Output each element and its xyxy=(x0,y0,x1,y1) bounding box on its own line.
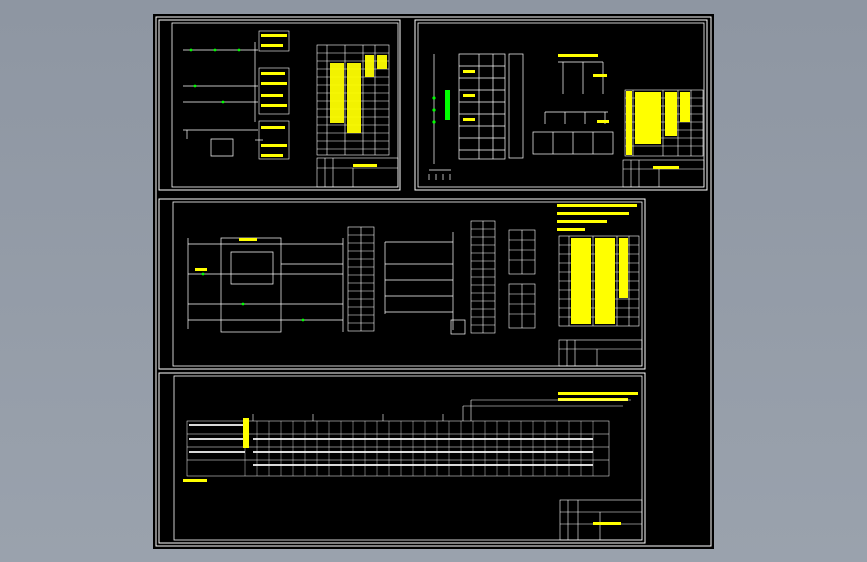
sheet-1 xyxy=(158,19,401,191)
sheet-4 xyxy=(158,372,646,544)
drawing-border xyxy=(155,16,712,547)
cad-drawing xyxy=(155,16,712,547)
drawing-canvas[interactable] xyxy=(153,14,714,549)
sheet-3 xyxy=(158,198,646,370)
sheet-2 xyxy=(414,19,708,191)
